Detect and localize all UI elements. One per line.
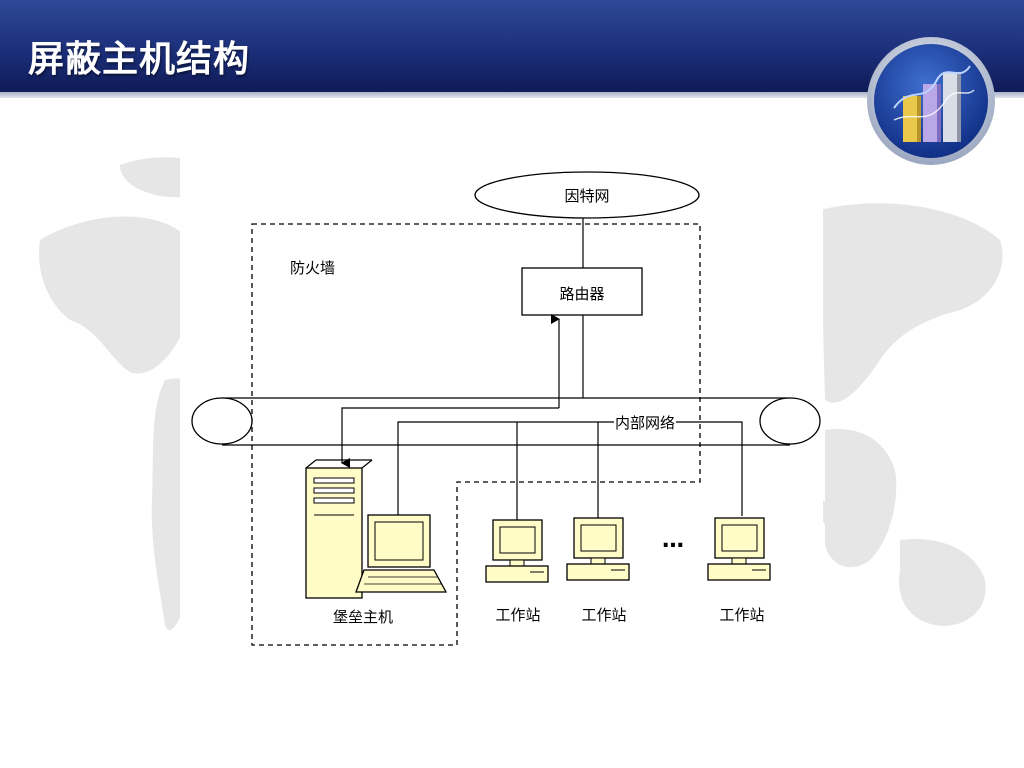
workstation-2-icon [566,517,630,581]
firewall-label: 防火墙 [290,259,336,277]
workstation-2-label: 工作站 [581,606,627,624]
server-tower-icon [305,459,373,599]
workstation-3-icon [707,517,771,581]
workstation-3-label: 工作站 [719,606,765,624]
router-bastion-path [341,407,559,468]
internal-network-bus [191,397,821,446]
title-bar-stripe [0,92,1024,98]
workstation-1-label: 工作站 [495,606,541,624]
slide-title: 屏蔽主机结构 [28,39,251,80]
internal-network-label: 内部网络 [614,412,677,433]
title-bar [0,0,1024,92]
internet-label: 因特网 [564,187,610,205]
router-box [521,267,643,316]
laptop-icon [355,514,448,593]
chart-logo-icon [867,37,995,165]
workstation-1-icon [485,519,549,583]
router-label: 路由器 [559,285,605,303]
lan-connection-line [397,421,743,516]
ellipsis-label: … [662,528,684,553]
internet-ellipse [474,171,700,219]
firewall-boundary [251,223,701,646]
bastion-host-label: 堡垒主机 [333,608,394,626]
